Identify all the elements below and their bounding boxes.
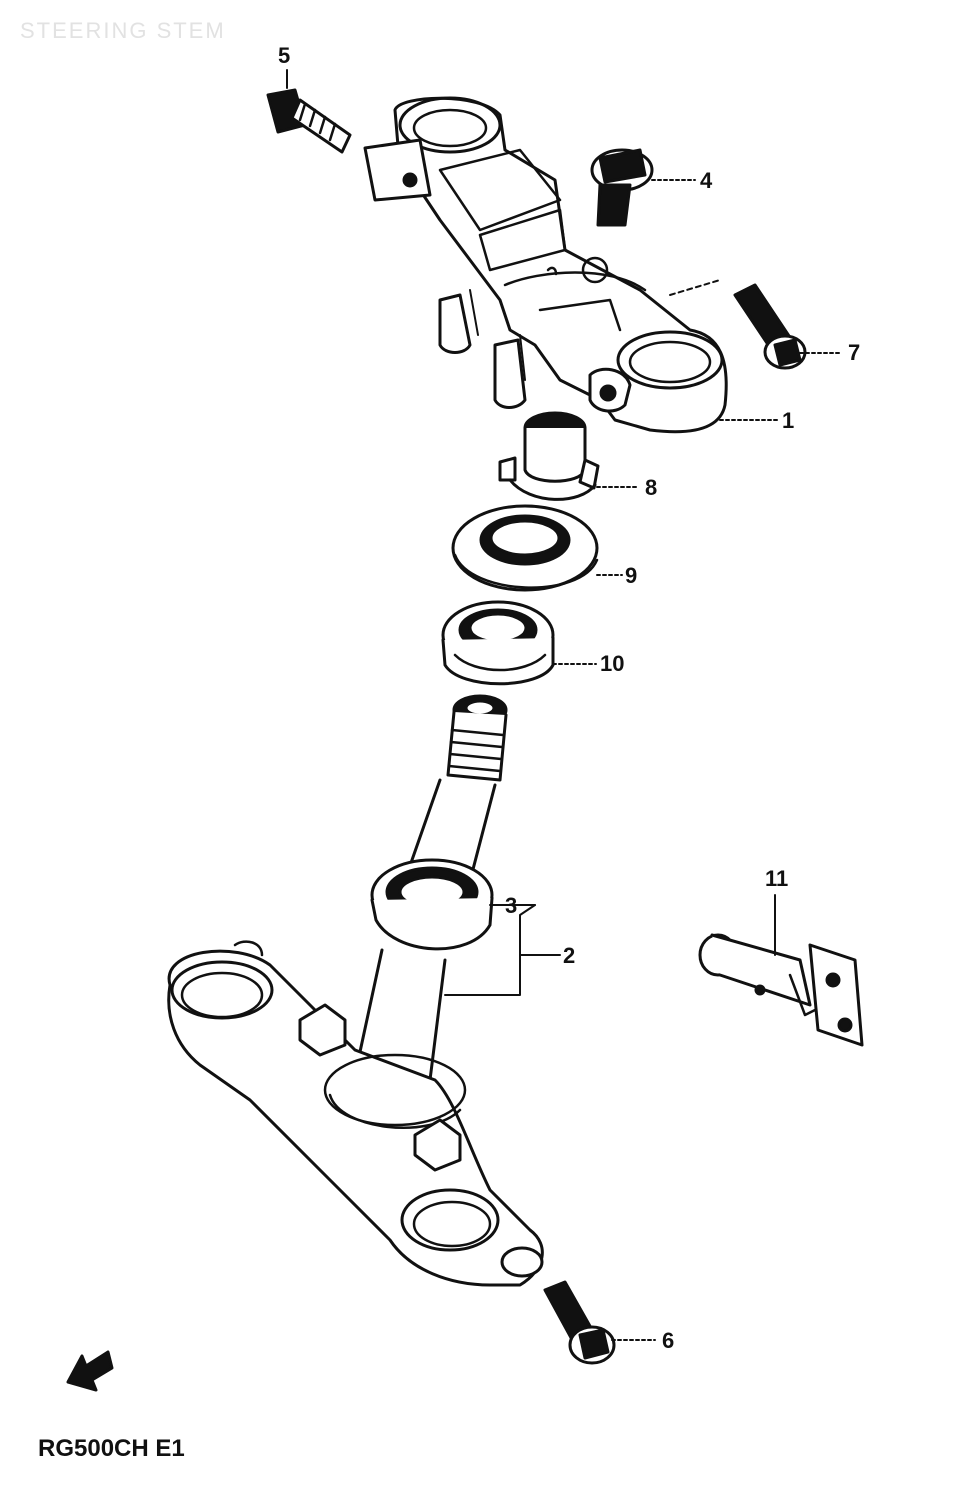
callout-5: 5 bbox=[278, 43, 291, 68]
bolt-5 bbox=[266, 88, 352, 154]
callout-10: 10 bbox=[600, 651, 625, 676]
callout-2: 2 bbox=[563, 943, 576, 968]
dust-seal-9 bbox=[451, 504, 599, 592]
callout-8: 8 bbox=[645, 475, 658, 500]
steering-lock-11 bbox=[698, 933, 864, 1047]
front-direction-arrow-icon bbox=[66, 1350, 114, 1392]
callout-9: 9 bbox=[625, 563, 638, 588]
callout-11: 11 bbox=[765, 866, 789, 891]
stem-nut-8 bbox=[498, 411, 600, 501]
steering-stem-2 bbox=[167, 694, 544, 1287]
bolt-4 bbox=[590, 148, 654, 227]
upper-bracket bbox=[363, 96, 728, 434]
callout-1: 1 bbox=[782, 408, 795, 433]
callout-6: 6 bbox=[662, 1328, 675, 1353]
callout-3: 3 bbox=[505, 893, 518, 918]
lower-bearing-3 bbox=[370, 858, 494, 951]
model-code-label: RG500CH E1 bbox=[38, 1435, 185, 1462]
callout-7: 7 bbox=[848, 340, 861, 365]
diagram-title: STEERING STEM bbox=[20, 18, 226, 43]
bolt-7 bbox=[733, 283, 807, 370]
upper-bearing-10 bbox=[441, 600, 555, 686]
bolt-6 bbox=[543, 1280, 616, 1365]
callout-4: 4 bbox=[700, 168, 713, 193]
leader-lines bbox=[286, 69, 843, 1341]
